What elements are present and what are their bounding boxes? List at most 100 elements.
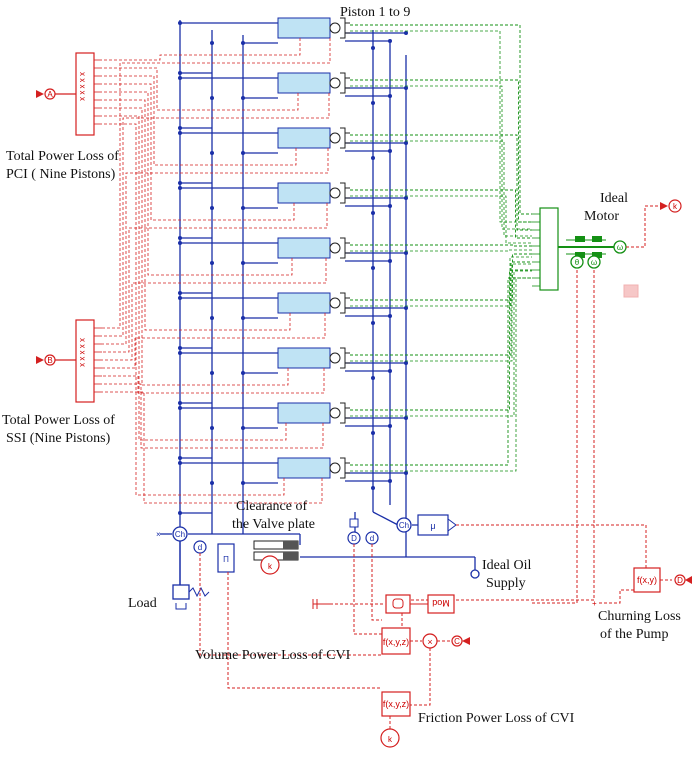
pci-signal-line — [102, 83, 295, 221]
svg-text:μ: μ — [430, 521, 435, 531]
omega-sensor-icon — [587, 255, 601, 269]
piston-sensor-icon — [329, 352, 341, 364]
piston-block-icon[interactable] — [277, 457, 331, 479]
piston-block-icon[interactable] — [277, 17, 331, 39]
svg-text:Ch: Ch — [175, 530, 185, 539]
piston-row — [178, 17, 408, 75]
product-icon[interactable]: × — [422, 633, 438, 649]
pci-bus-block[interactable]: x x x x x — [75, 52, 102, 136]
output-port-c[interactable]: C — [451, 635, 470, 647]
ssi-signal-line — [102, 391, 323, 504]
junction-dot — [388, 39, 392, 43]
motor-label-line2: Motor — [584, 209, 619, 224]
ssi-signal-line — [102, 38, 331, 329]
piston-sensor-icon — [329, 462, 341, 474]
mechanical-signal-line — [350, 189, 532, 239]
ch-sensor-right[interactable]: Ch — [396, 517, 412, 533]
pci-signal-line — [102, 75, 297, 166]
d-sensor-right[interactable]: d — [365, 531, 379, 545]
spring-icon — [188, 586, 210, 598]
junction-dot — [241, 151, 245, 155]
d-sensor-mid[interactable]: D — [347, 531, 361, 545]
load-block[interactable] — [172, 584, 210, 610]
piston-block-icon[interactable] — [277, 237, 331, 259]
ssi-bus-block[interactable]: x x x x x — [75, 319, 102, 403]
junction-dot — [210, 96, 214, 100]
piston-block-icon[interactable] — [277, 72, 331, 94]
junction-dot — [178, 131, 182, 135]
junction-dot — [404, 416, 408, 420]
mu-block[interactable]: μ — [417, 514, 457, 536]
junction-dot — [178, 401, 182, 405]
load-label: Load — [128, 596, 157, 611]
svg-text:D: D — [677, 576, 683, 585]
clearance-label-line2: the Valve plate — [232, 517, 315, 532]
d-sensor-left[interactable]: d — [193, 540, 207, 554]
terminator-icon — [312, 599, 330, 609]
cross-terminal-icon: × — [156, 530, 161, 539]
junction-dot — [210, 206, 214, 210]
svg-text:k: k — [268, 562, 273, 571]
piston-connector-icon — [340, 72, 350, 94]
ch-sensor-left[interactable]: Ch — [172, 526, 188, 542]
fxyz-friction-block[interactable]: f(x,y,z) — [381, 691, 411, 717]
svg-text:ω: ω — [591, 258, 597, 267]
piston-block-icon[interactable] — [277, 347, 331, 369]
piston-sensor-icon — [329, 187, 341, 199]
svg-text:×: × — [427, 637, 432, 647]
svg-text:x x x x x: x x x x x — [78, 338, 87, 367]
constant-k-friction[interactable]: k — [380, 728, 400, 748]
mechanical-bus-block[interactable] — [532, 207, 559, 291]
right-mech-lines — [350, 24, 532, 472]
svg-text:B: B — [47, 356, 52, 365]
junction-dot — [404, 86, 408, 90]
junction-dot — [210, 371, 214, 375]
junction-dot — [388, 369, 392, 373]
junction-dot — [210, 481, 214, 485]
output-port-a[interactable]: A — [36, 88, 56, 100]
fxy-block[interactable]: f(x,y) — [633, 567, 661, 593]
pci-label-line1: Total Power Loss of — [6, 149, 119, 164]
junction-dot — [388, 94, 392, 98]
constant-k-clearance[interactable]: k — [260, 555, 280, 575]
ssi-label-line2: SSI (Nine Pistons) — [6, 431, 111, 446]
junction-dot — [178, 511, 182, 515]
mechanical-signal-line — [350, 140, 532, 237]
fxyz-volume-block[interactable]: f(x,y,z) — [381, 627, 411, 655]
mod-block[interactable]: Mod — [427, 594, 455, 614]
piston-block-icon[interactable] — [277, 292, 331, 314]
piston-row — [178, 72, 408, 130]
output-port-b[interactable]: B — [36, 354, 56, 366]
junction-dot — [241, 371, 245, 375]
pressure-source-block[interactable]: Π — [217, 543, 235, 573]
piston-block-icon[interactable] — [277, 182, 331, 204]
abs-block[interactable] — [385, 594, 411, 614]
junction-dot — [178, 291, 182, 295]
junction-dot — [371, 321, 375, 325]
scope-icon — [623, 284, 639, 298]
svg-text:f(x,y,z): f(x,y,z) — [383, 637, 409, 647]
junction-dot — [210, 261, 214, 265]
output-port-d[interactable]: D — [674, 574, 692, 586]
ideal-motor-block[interactable]: ω θ ω — [558, 236, 627, 269]
mechanical-signal-line — [350, 277, 532, 472]
bottom-signal-lines — [199, 270, 672, 730]
oil-supply-port[interactable] — [470, 569, 480, 579]
input-port-k[interactable]: k — [660, 199, 682, 213]
piston-connector-icon — [340, 182, 350, 204]
junction-dot — [241, 426, 245, 430]
svg-text:θ: θ — [575, 258, 580, 267]
piston-block-icon[interactable] — [277, 127, 331, 149]
ssi-signal-line — [102, 368, 325, 394]
valve-plate-icon[interactable] — [253, 540, 299, 561]
mechanical-signal-line — [350, 195, 532, 244]
ssi-label-line1: Total Power Loss of — [2, 413, 115, 428]
piston-sensor-icon — [329, 132, 341, 144]
junction-dot — [371, 101, 375, 105]
junction-dot — [178, 126, 182, 130]
piston-block-icon[interactable] — [277, 402, 331, 424]
ssi-signal-line — [102, 313, 326, 369]
svg-text:x x x x x: x x x x x — [78, 72, 87, 101]
junction-dot — [404, 31, 408, 35]
pci-signal-line — [102, 38, 301, 61]
